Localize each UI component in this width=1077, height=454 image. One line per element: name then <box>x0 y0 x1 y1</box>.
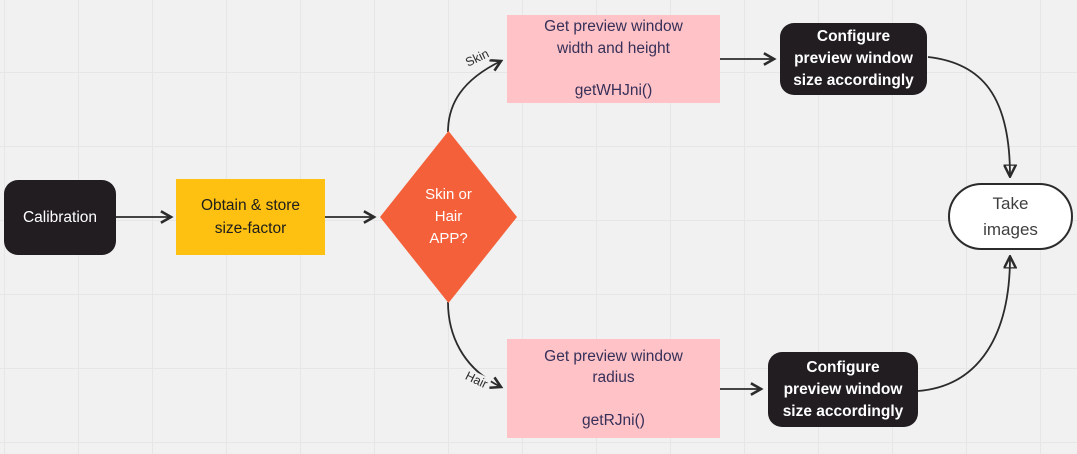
node-get-preview-width-height: Get preview window width and height getW… <box>507 15 720 103</box>
node-obtain-store-size-factor: Obtain & store size-factor <box>176 179 325 255</box>
node-configure-preview-size-top: Configure preview window size accordingl… <box>780 23 927 95</box>
edge-configure-top-to-take-images <box>927 56 1010 176</box>
edge-configure-bottom-to-take-images <box>917 257 1010 392</box>
node-take-images: Take images <box>948 183 1073 250</box>
edge-decision-skin-to-get-wh <box>447 58 504 133</box>
node-configure-preview-size-bottom: Configure preview window size accordingl… <box>768 352 918 427</box>
node-get-preview-radius: Get preview window radius getRJni() <box>507 339 720 438</box>
node-calibration: Calibration <box>4 180 116 255</box>
